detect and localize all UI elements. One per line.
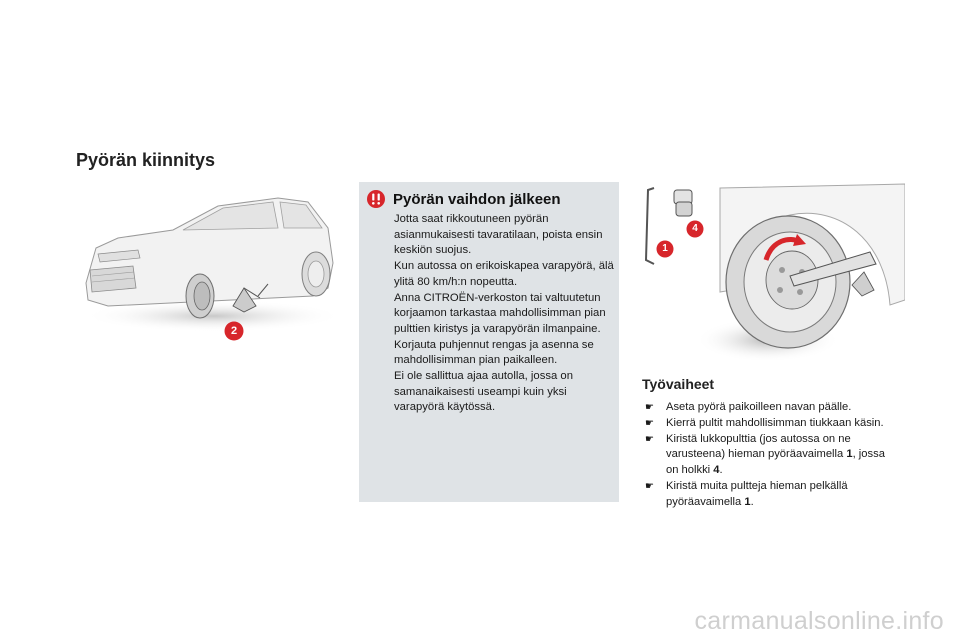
- step-ref: 1: [744, 495, 751, 508]
- pointing-hand-icon: ☛: [645, 402, 654, 413]
- notice-paragraph: Ei ole sallittua ajaa autolla, jossa on …: [394, 370, 573, 414]
- pointing-hand-icon: ☛: [645, 417, 654, 429]
- callout-1-label: 1: [662, 243, 668, 254]
- car-jack-illustration: 2: [78, 188, 348, 341]
- steps-list: ☛ Aseta pyörä paikoilleen navan päälle. …: [645, 400, 895, 511]
- list-item: ☛ Kierrä pultit mahdollisimman tiukkaan …: [645, 416, 895, 432]
- step-text: .: [719, 464, 723, 477]
- steps-title: Työvaiheet: [642, 376, 715, 392]
- notice-title: Pyörän vaihdon jälkeen: [393, 190, 561, 208]
- step-text: Aseta pyörä paikoilleen navan päälle.: [666, 401, 852, 413]
- step-ref: 4: [713, 464, 720, 477]
- step-ref: 1: [846, 448, 853, 461]
- step-text: Kierrä pultit mahdollisimman tiukkaan kä…: [666, 416, 884, 429]
- notice-paragraph: Anna CITROËN-verkoston tai valtuutetun k…: [394, 291, 606, 335]
- callout-4-badge: [686, 220, 704, 238]
- pointing-hand-icon: ☛: [645, 480, 654, 492]
- page-title: Pyörän kiinnitys: [76, 150, 216, 170]
- list-item: ☛ Kiristä muita pultteja hieman pelkällä…: [645, 479, 895, 511]
- notice-paragraph: Kun autossa on erikoiskapea varapyörä, ä…: [394, 260, 614, 288]
- step-text: Kiristä lukkopulttia (jos autossa on ne …: [666, 432, 851, 461]
- pointing-hand-icon: ☛: [645, 433, 654, 445]
- warning-icon: [367, 190, 385, 208]
- notice-paragraph: Jotta saat rikkoutuneen pyörän asianmuka…: [394, 213, 603, 257]
- callout-1-badge: [656, 240, 674, 258]
- notice-paragraph: Korjauta puhjennut rengas ja asenna se m…: [394, 338, 594, 367]
- wheel-wrench-illustration: 4 1: [640, 180, 906, 365]
- step-text: , jossa on holkki: [666, 448, 885, 477]
- callout-2-badge: [224, 321, 244, 341]
- list-item: ☛ Aseta pyörä paikoilleen navan päälle.: [645, 400, 895, 416]
- watermark: carmanualsonline.info: [694, 607, 944, 635]
- step-text: Kiristä muita pultteja hieman pelkällä p…: [666, 479, 848, 508]
- list-item: ☛ Kiristä lukkopulttia (jos autossa on n…: [645, 432, 895, 479]
- callout-2-label: 2: [230, 325, 238, 337]
- notice-body: Jotta saat rikkoutuneen pyörän asianmuka…: [394, 212, 616, 416]
- notice-box: Pyörän vaihdon jälkeen Jotta saat rikkou…: [359, 182, 619, 502]
- callout-4-label: 4: [692, 223, 698, 234]
- step-text: .: [750, 495, 754, 508]
- notice-header: Pyörän vaihdon jälkeen: [367, 190, 561, 208]
